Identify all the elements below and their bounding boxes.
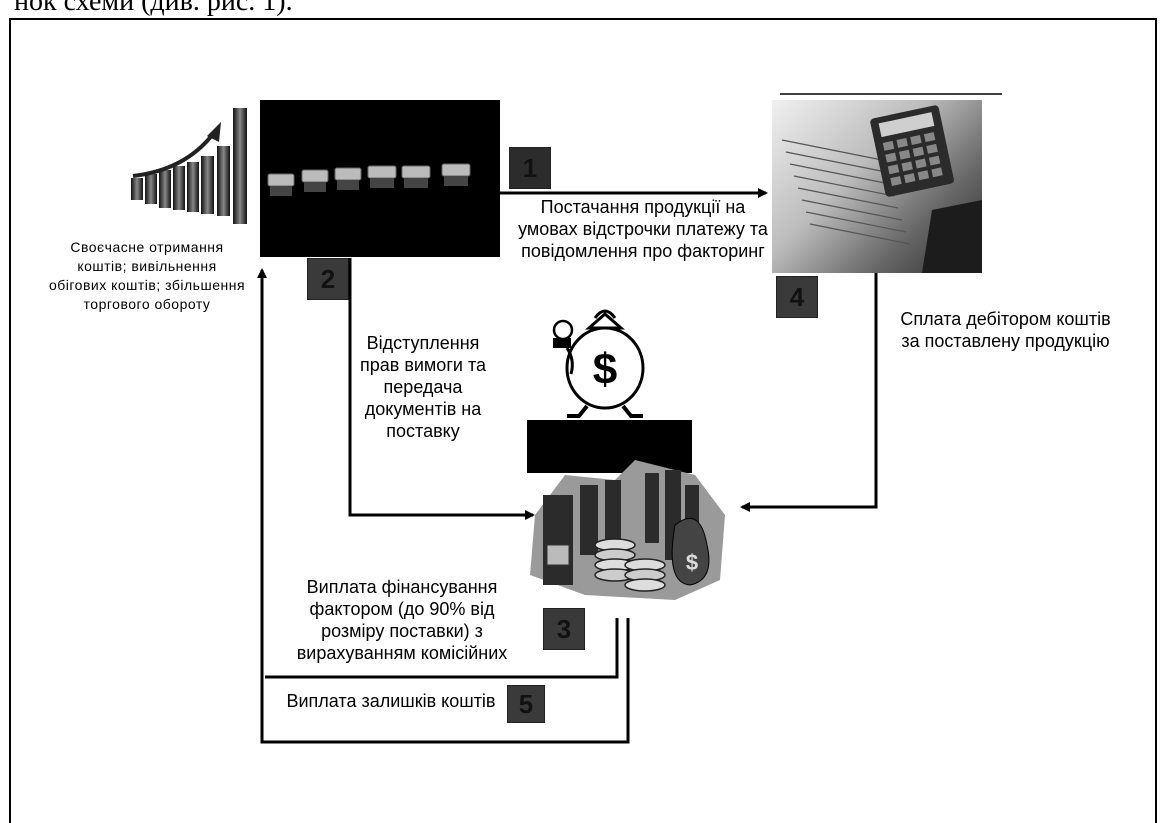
remainder-label: Виплата залишків коштів [272,690,510,712]
financing-label: Виплата фінансування фактором (до 90% ві… [282,576,522,664]
delivery-label: Постачання продукції на умовах відстрочк… [512,196,774,262]
debtor-payment-label: Сплата дебітором коштів за поставлену пр… [898,308,1113,352]
seller-benefits-label: Своєчасне отримання коштів; вивільнення … [48,238,246,314]
assignment-label: Відступлення прав вимоги та передача док… [348,332,498,442]
